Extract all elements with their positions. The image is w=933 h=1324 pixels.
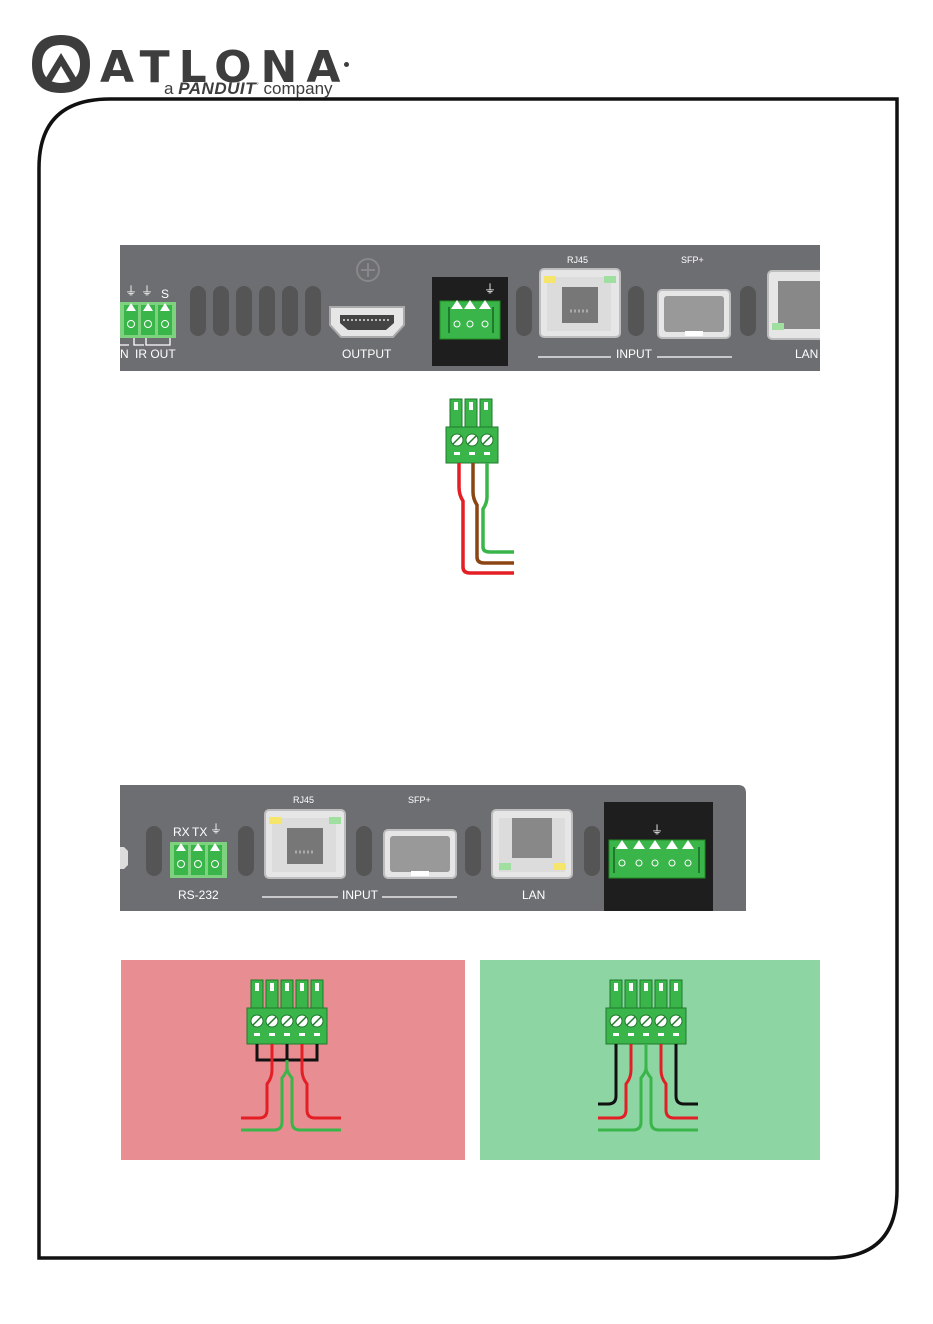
ground-symbol-icon: ⏚ [141,285,153,297]
tagline-prefix: a [164,79,173,98]
label-s: S [161,288,169,300]
brand-dot [344,62,349,67]
terminal-block-5pin-correct [480,960,820,1160]
label-sfp: SFP+ [681,256,704,265]
ground-symbol-icon: ⏚ [210,823,222,835]
tagline-brand: PANDUIT [178,79,256,98]
label-in-partial: N [120,348,129,360]
label-rj45: RJ45 [567,256,588,265]
ground-symbol-icon: ⏚ [125,285,137,297]
rear-panel-top: ⏚ ⏚ S N IR OUT OUTPUT ⏚ RJ45 SFP+ INPUT … [120,245,820,371]
rear-panel-top-graphic [120,245,820,371]
terminal-block-5pin-incorrect [121,960,465,1160]
label-rx: RX [173,826,190,838]
label-ir-out: IR OUT [135,348,176,360]
atlona-logo-icon [30,33,92,95]
label-rs232: RS-232 [178,889,219,901]
ground-symbol-icon: ⏚ [484,283,496,295]
label-lan: LAN [522,889,545,901]
label-tx: TX [192,826,207,838]
label-output: OUTPUT [342,348,391,360]
label-rj45: RJ45 [293,796,314,805]
rear-panel-bottom: RX TX ⏚ RS-232 RJ45 SFP+ INPUT LAN ⏚ [120,785,746,911]
correct-wiring-panel [480,960,820,1160]
incorrect-wiring-panel [121,960,465,1160]
label-input: INPUT [616,348,652,360]
label-sfp: SFP+ [408,796,431,805]
label-input: INPUT [342,889,378,901]
tagline-suffix: company [264,79,333,98]
terminal-block-3pin [440,397,520,579]
label-lan-partial: LAN [795,348,818,360]
ground-symbol-icon: ⏚ [651,824,663,836]
brand-tagline: a PANDUIT° company [164,79,333,99]
